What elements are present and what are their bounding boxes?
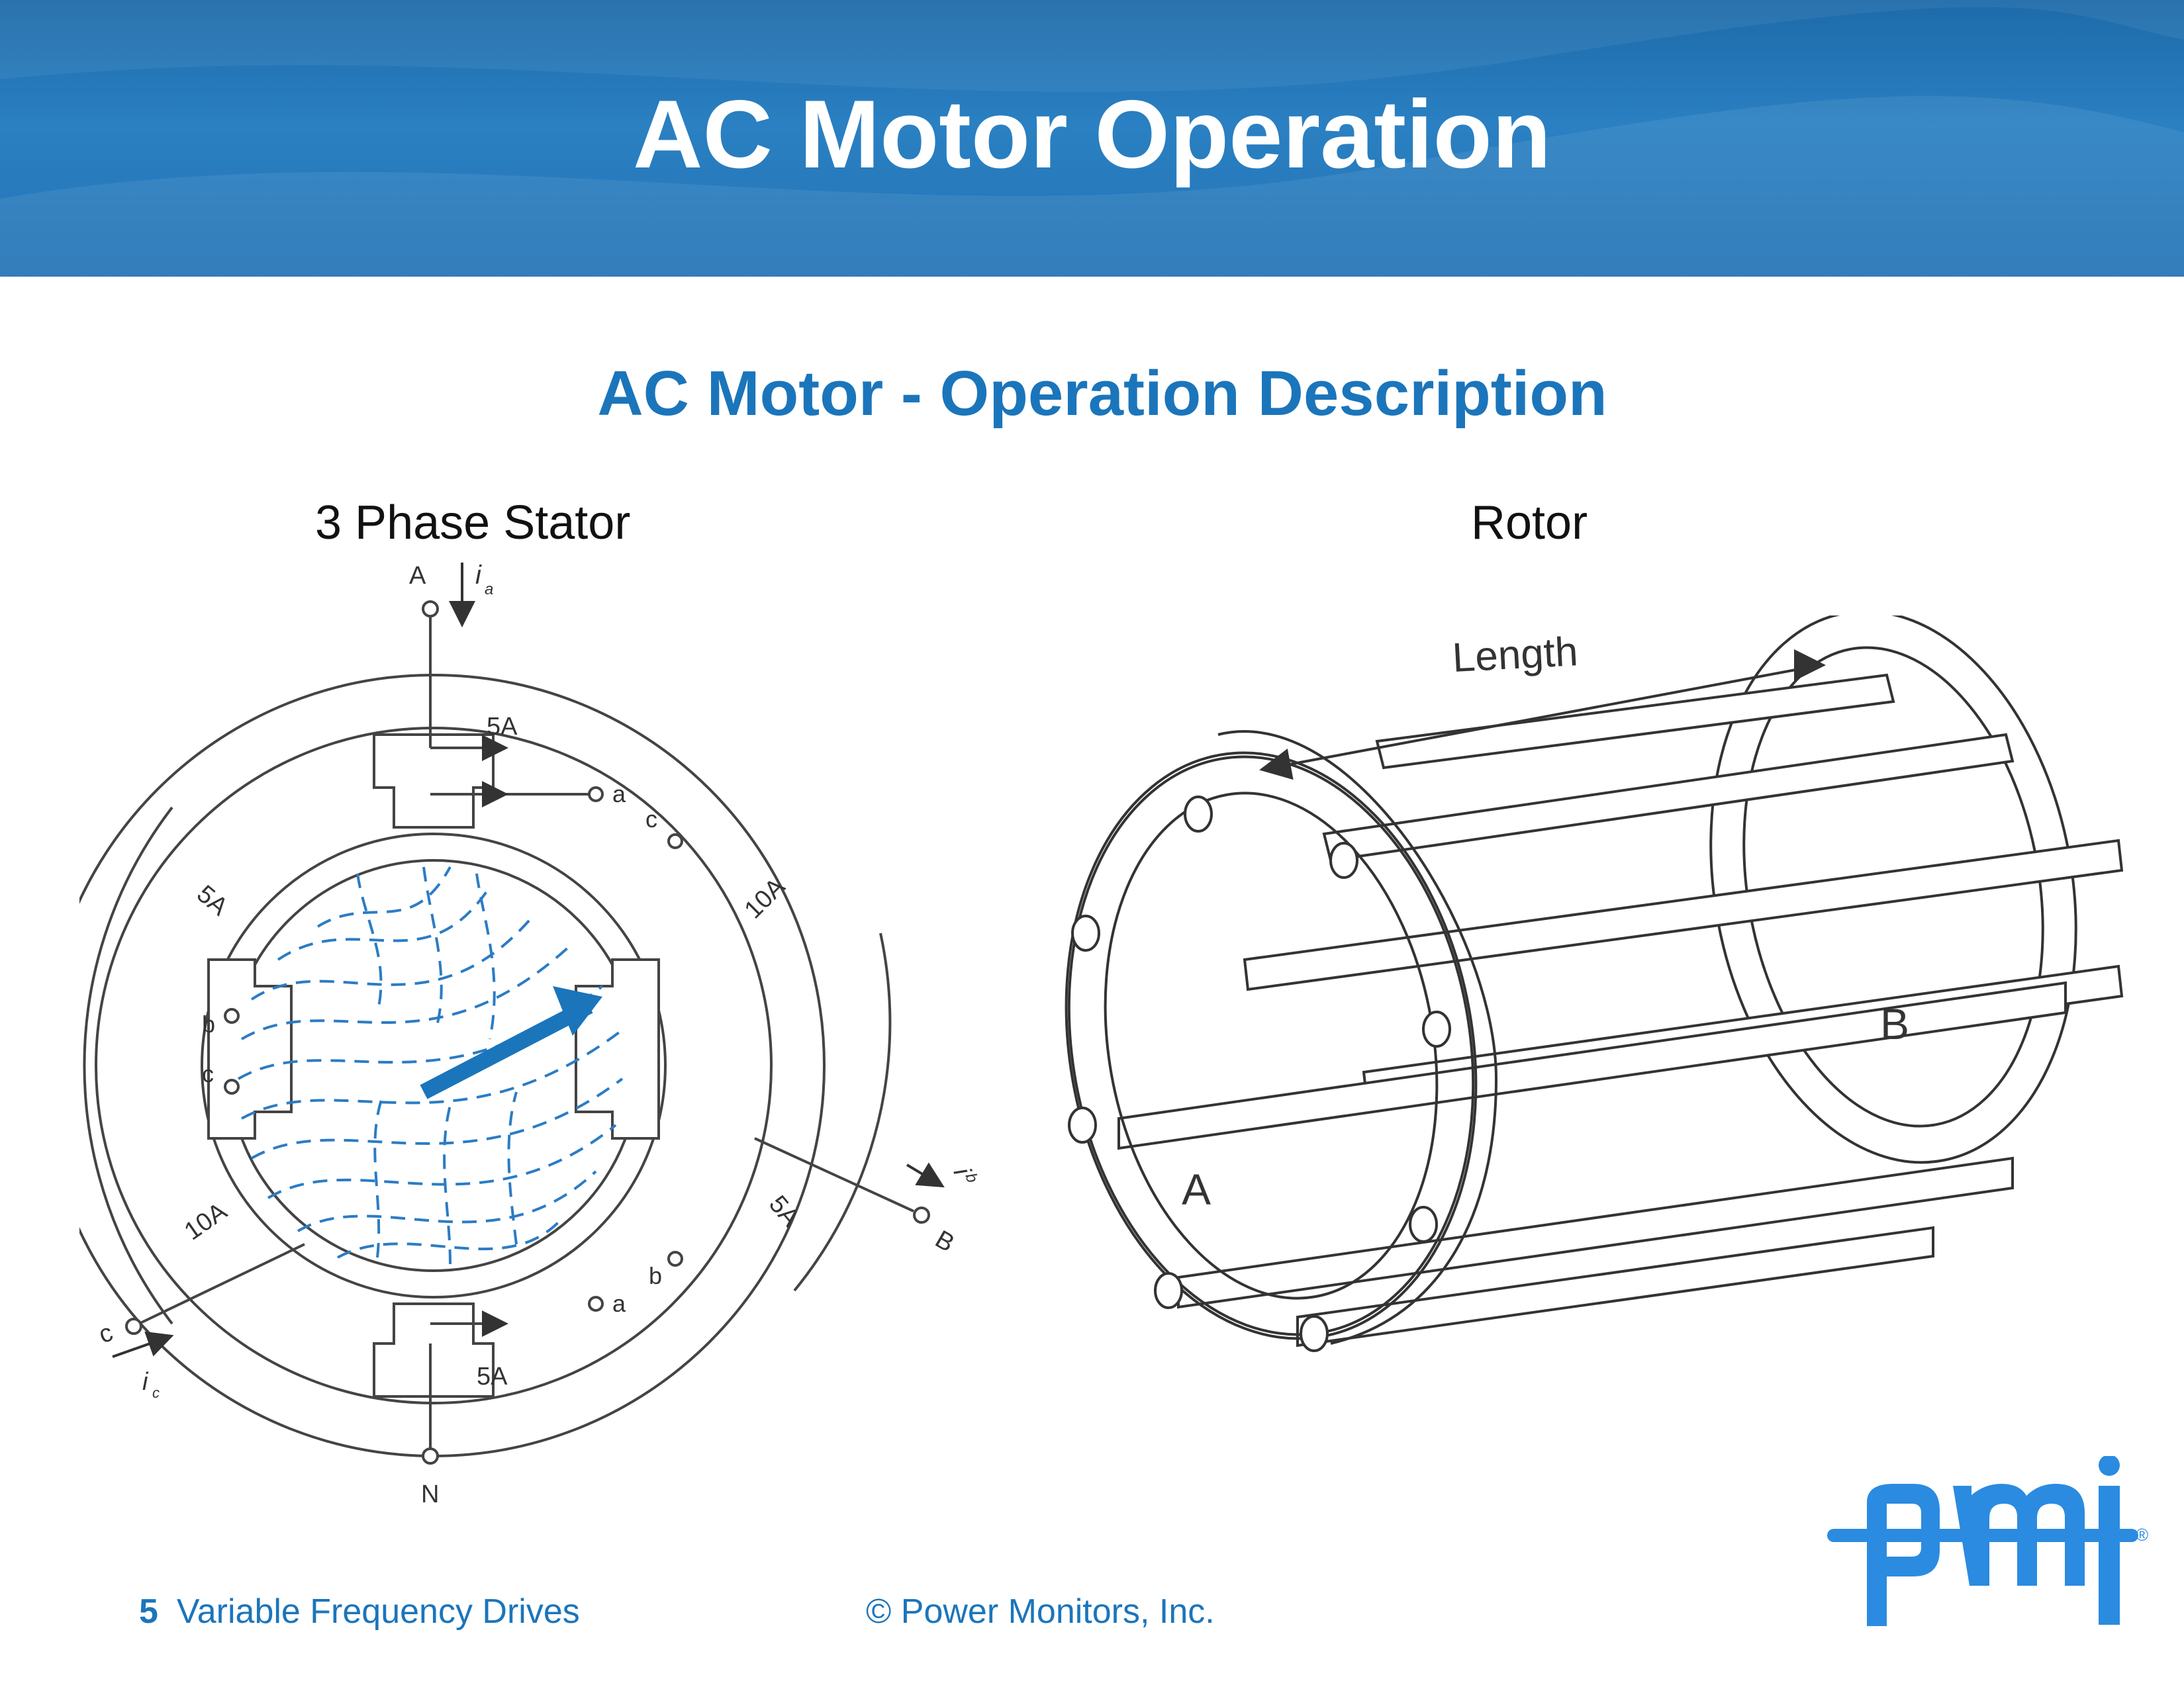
pmi-logo: ® [1827,1456,2148,1626]
copyright-text: © Power Monitors, Inc. [866,1592,1215,1631]
length-arrow [1259,664,1821,780]
pmi-logo-graphic [1827,1456,2138,1626]
rotor-bars [1117,673,2124,1347]
pole-label-b-left: b [202,1011,215,1038]
pole-label-a-bottom: a [612,1290,626,1317]
pole-label-b-bottom: b [649,1262,662,1289]
rotor-rivets [1068,796,1451,1352]
length-label: Length [1451,629,1579,681]
footer: 5 Variable Frequency Drives [139,1588,580,1635]
current-arrow-b [906,1162,945,1188]
stator-outer-arc-left [83,806,173,1325]
current-label-ia-sub: a [485,580,493,598]
stator-outer-arc-right [793,933,892,1292]
header-wave-decoration [0,0,2184,277]
terminal-label-c: c [95,1318,117,1349]
coil-label-lower-left: 10A [179,1197,232,1246]
current-arrow-c [112,1331,174,1358]
pole-label-c-top: c [645,805,657,833]
slide-subtitle: AC Motor - Operation Description [597,358,1607,429]
coil-label-top: 5A [487,713,518,741]
rotor-end-label-b: B [1880,999,1909,1048]
flux-direction-arrow [420,999,593,1099]
registered-mark: ® [2136,1525,2148,1545]
pole-label-c-left: c [202,1060,214,1087]
page-title: AC Motor Operation [633,80,1551,188]
coil-label-bottom: 5A [477,1363,508,1391]
stator-caption: 3 Phase Stator [315,496,631,549]
terminal-label-N: N [421,1481,439,1508]
magnetic-field-lines [238,866,624,1265]
rotor-end-label-a: A [1182,1165,1211,1214]
page-number: 5 [139,1592,158,1631]
coil-label-upper-right: 10A [739,872,791,924]
header-banner: AC Motor Operation [0,0,2184,277]
pole-label-a-top: a [612,780,626,807]
rotor-caption: Rotor [1471,496,1588,549]
pole-right [575,958,660,1140]
stator-diagram: A i a N B i b c i c 5A 5A 5A 10A 10A 5A … [79,561,981,1508]
terminal-label-B: B [931,1225,959,1257]
current-label-ic: i [142,1368,149,1396]
rotor-diagram: Length A B [1065,616,2124,1352]
deck-title: Variable Frequency Drives [176,1592,580,1631]
rotor-end-ring-a [1065,730,1498,1345]
coil-label-lower-right: 5A [763,1191,804,1232]
coil-label-upper-left: 5A [191,880,233,921]
terminal-nodes [125,600,930,1465]
current-label-ic-sub: c [152,1385,160,1401]
current-label-ia: i [475,561,482,590]
flux-arrowhead [553,986,602,1036]
pole-bottom [373,1302,495,1398]
terminal-label-A: A [409,562,426,590]
